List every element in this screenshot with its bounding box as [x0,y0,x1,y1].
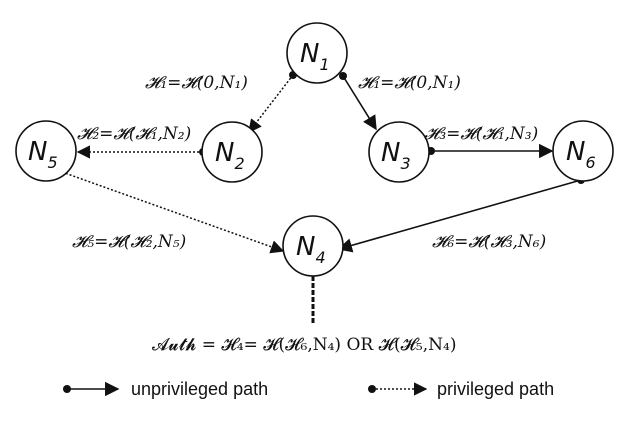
edge-n1-n3-start-dot [339,72,347,80]
edge-n3-n6-label: 𝓗₃=𝓗(𝓗₁,N₃) [424,124,538,144]
node-n2: N2 [201,121,263,183]
edge-n6-n4-label: 𝓗₆=𝓗(𝓗₃,N₆) [432,232,546,252]
edge-n1-n2-label: 𝓗₁=𝓗(0,N₁) [145,73,248,93]
edge-n5-n4 [61,171,285,254]
svg-text:N5: N5 [28,137,58,172]
edge-n1-n3-label: 𝓗₁=𝓗(0,N₁) [358,73,461,93]
legend-unprivileged: unprivileged path [63,379,268,399]
edge-n1-n3 [342,75,377,131]
legend: unprivileged path privileged path [63,379,554,399]
legend-privileged-label: privileged path [437,379,554,399]
svg-text:N2: N2 [215,138,245,173]
edge-n2-n5-label: 𝓗₂=𝓗(𝓗₁,N₂) [77,124,191,144]
nodes: N1 N2 N3 N4 N5 N6 [15,22,614,277]
edge-n6-n4 [337,179,582,253]
node-n4: N4 [282,215,344,277]
svg-text:N6: N6 [566,137,596,172]
legend-privileged: privileged path [368,379,554,399]
node-n5: N5 [15,120,77,182]
svg-text:N4: N4 [296,232,326,267]
auth-formula: 𝓐𝓾𝓽𝓱 = 𝓗₄= 𝓗(𝓗₆,N₄) OR 𝓗(𝓗₅,N₄) [152,335,456,355]
edge-n5-n4-label: 𝓗₅=𝓗(𝓗₂,N₅) [72,232,186,252]
node-n3: N3 [368,121,430,183]
node-n1: N1 [286,22,348,84]
node-n6: N6 [552,120,614,182]
svg-text:N1: N1 [300,39,330,74]
edge-n1-n2 [248,74,294,134]
svg-text:N3: N3 [381,138,411,173]
edges [58,71,585,324]
edge-labels: 𝓗₁=𝓗(0,N₁) 𝓗₁=𝓗(0,N₁) 𝓗₂=𝓗(𝓗₁,N₂) 𝓗₃=𝓗(𝓗… [72,73,546,252]
legend-unprivileged-label: unprivileged path [131,379,268,399]
